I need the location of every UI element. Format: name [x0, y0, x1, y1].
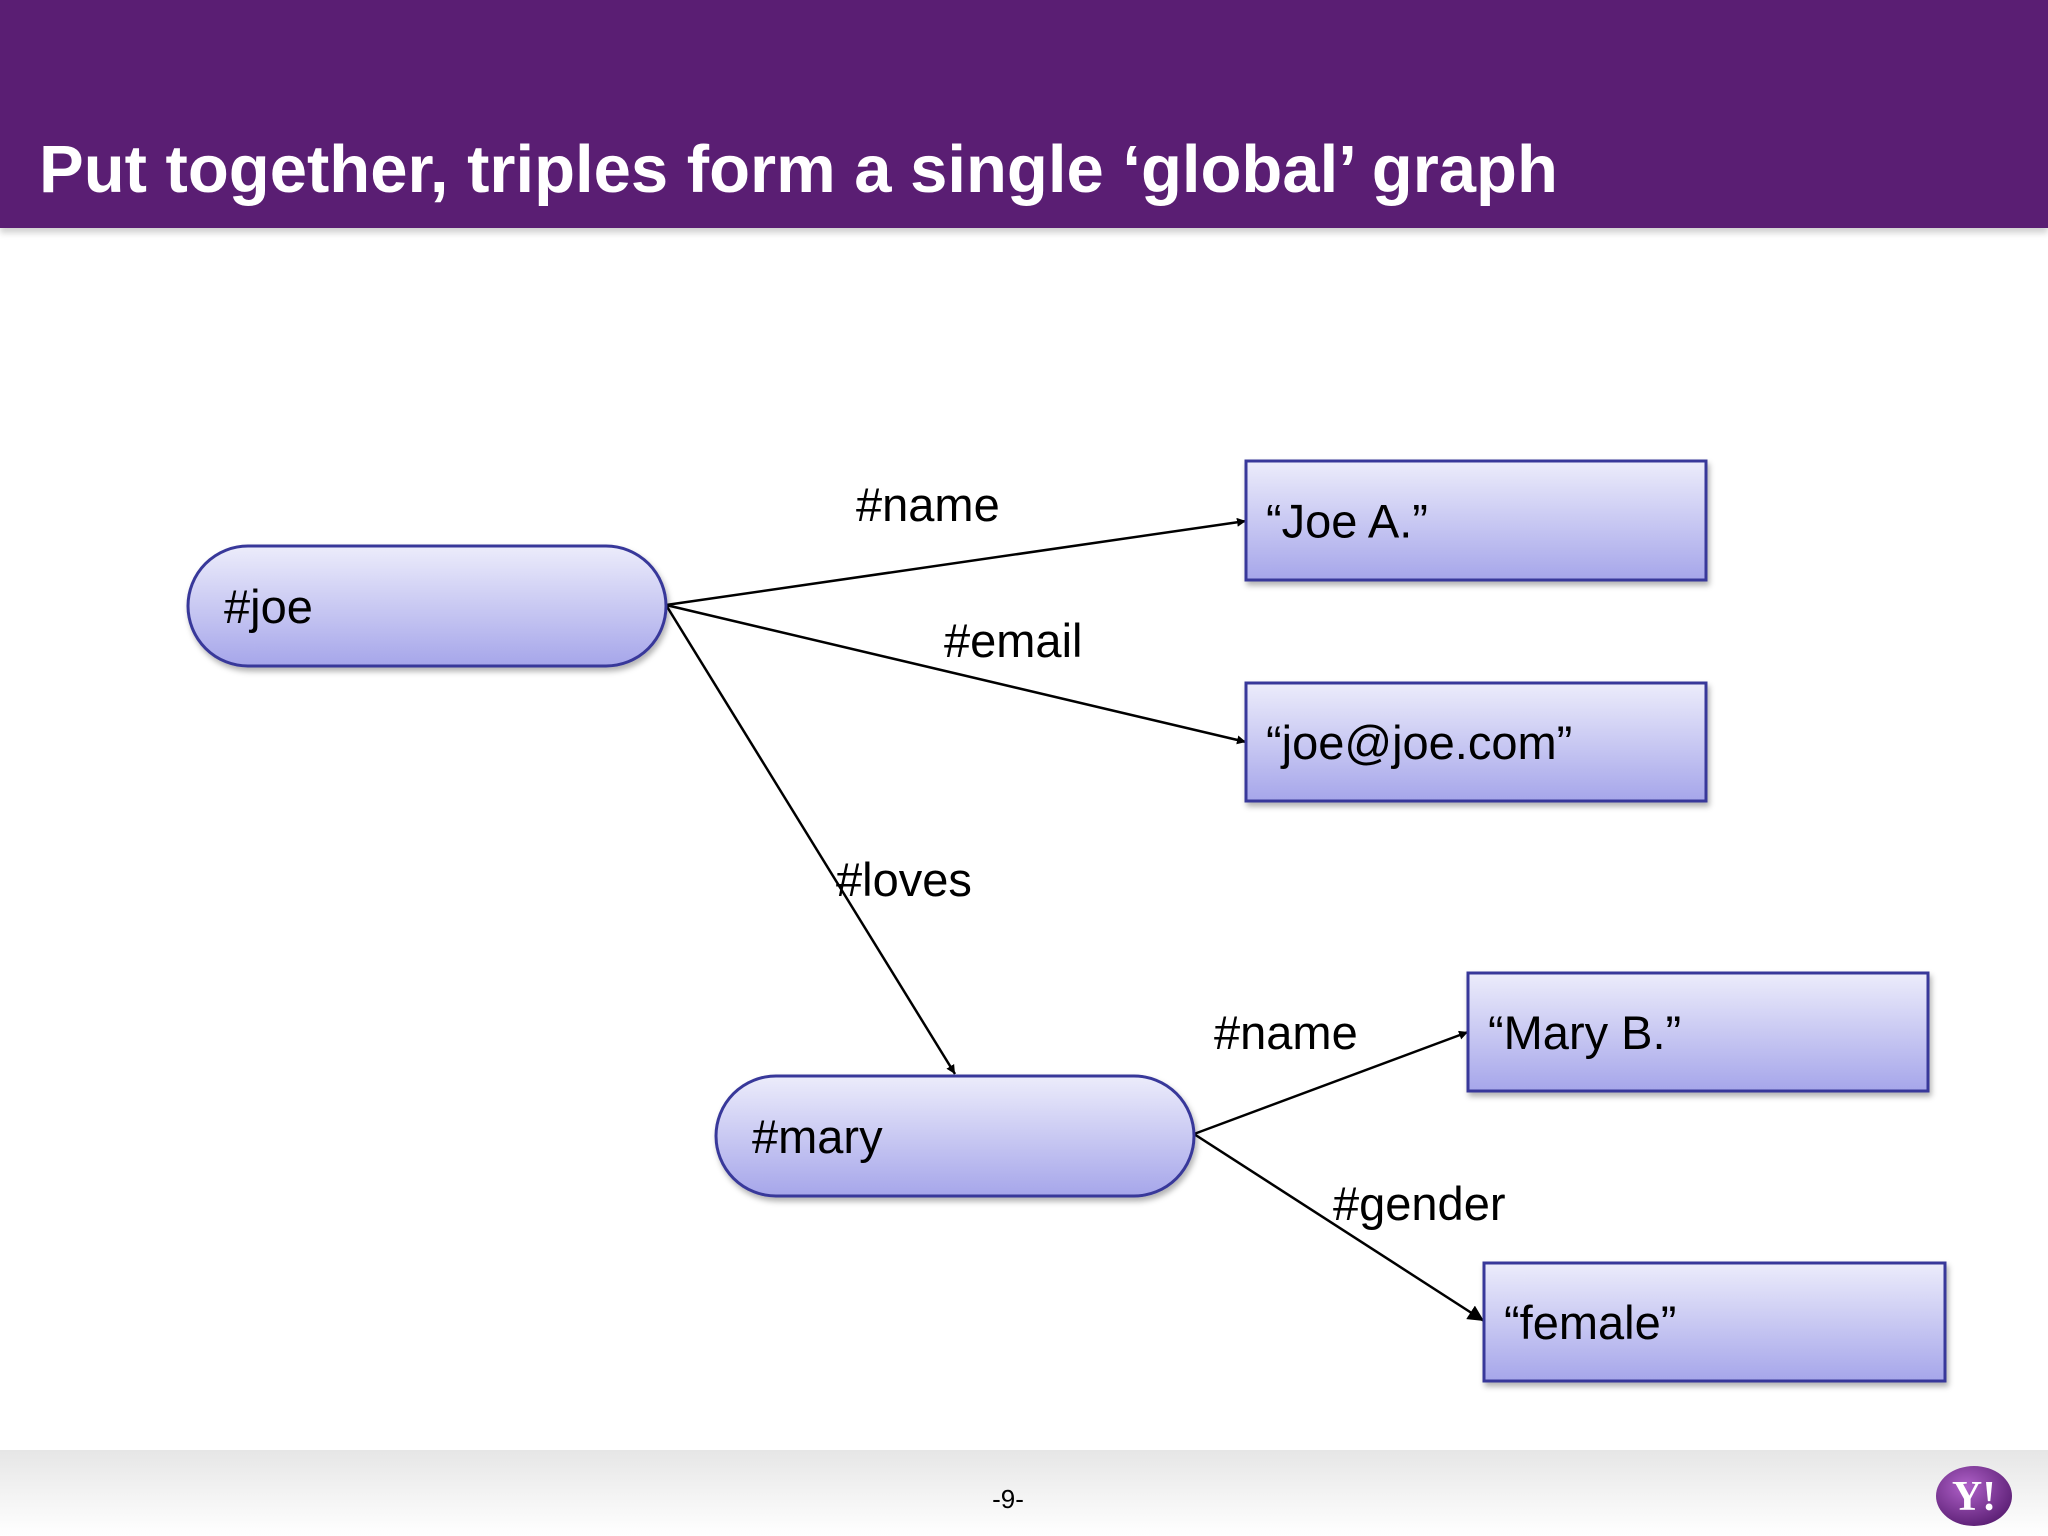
node-shape: [1244, 681, 1708, 803]
node-joe-name: “Joe A.”: [1244, 459, 1708, 582]
edge-arrow-joe-joe_name: [665, 517, 1247, 607]
node-label: “joe@joe.com”: [1266, 716, 1572, 769]
edge-label-loves: #loves: [836, 853, 972, 906]
edge-label-email: #email: [944, 614, 1082, 667]
node-shape: [186, 544, 668, 668]
edge-arrow-joe-mary: [664, 604, 957, 1075]
node-shape: [714, 1074, 1196, 1198]
edge-arrow-mary-mary_name: [1193, 1030, 1469, 1136]
logo-text: Y!: [1952, 1474, 1996, 1520]
node-shape: [1244, 459, 1708, 582]
node-label: “Joe A.”: [1266, 495, 1428, 548]
node-mary: #mary: [714, 1074, 1196, 1198]
edge-label-name: #name: [856, 478, 1000, 531]
page-number: -9-: [992, 1484, 1024, 1514]
node-shape: [1482, 1261, 1947, 1383]
node-label: “Mary B.”: [1488, 1006, 1681, 1059]
footer-bar: [0, 1450, 2048, 1536]
rdf-graph-diagram: #joe “Joe A.” “joe@joe.com” #mary “Mary B.” “…: [186, 459, 1947, 1383]
edge-label-gender: #gender: [1333, 1177, 1506, 1230]
node-label: “female”: [1504, 1296, 1676, 1349]
node-mary-gender: “female”: [1482, 1261, 1947, 1383]
edge-arrow-mary-mary_gender: [1193, 1132, 1485, 1323]
node-joe-email: “joe@joe.com”: [1244, 681, 1708, 803]
node-shape: [1466, 971, 1930, 1093]
edge-label-name: #name: [1214, 1006, 1358, 1059]
node-joe: #joe: [186, 544, 668, 668]
title-bar: Put together, triples form a single ‘glo…: [0, 0, 2048, 228]
edge-arrow-joe-joe_email: [665, 603, 1247, 745]
node-label: #mary: [752, 1110, 883, 1163]
node-label: #joe: [224, 580, 313, 633]
yahoo-logo-icon: Y!: [1936, 1466, 2012, 1526]
node-mary-name: “Mary B.”: [1466, 971, 1930, 1093]
slide-title: Put together, triples form a single ‘glo…: [39, 132, 1558, 207]
